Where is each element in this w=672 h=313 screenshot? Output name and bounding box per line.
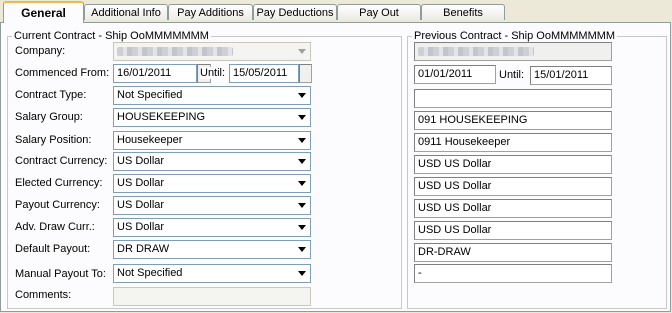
chevron-down-icon[interactable] (294, 198, 309, 213)
previous-contract-legend: Previous Contract - Ship OoMMMMMMM (414, 30, 616, 42)
prev-until-label: Until: (499, 69, 525, 81)
until-field[interactable]: 15/05/2011 (229, 64, 299, 83)
prev-default-payout-field: DR-DRAW (414, 243, 612, 262)
prev-adv-draw-curr-field: USD US Dollar (414, 221, 612, 240)
salary-position-value: Housekeeper (117, 134, 183, 146)
payout-currency-select[interactable]: US Dollar (113, 196, 311, 215)
commenced-from-field[interactable]: 16/01/2011 (113, 64, 197, 83)
prev-commenced-from-field: 01/01/2011 (414, 65, 496, 84)
tab-benefits[interactable]: Benefits (421, 4, 505, 20)
payout-currency-value: US Dollar (117, 199, 165, 211)
chevron-down-icon[interactable] (294, 110, 309, 125)
contract-type-label: Contract Type: (15, 89, 87, 101)
chevron-down-icon[interactable] (294, 88, 309, 103)
current-contract-legend: Current Contract - Ship OoMMMMMMM (14, 30, 209, 42)
prev-salary-group-field: 091 HOUSEKEEPING (414, 111, 612, 130)
comments-field[interactable] (113, 287, 311, 306)
salary-group-value: HOUSEKEEPING (117, 111, 206, 123)
previous-contract-group: Previous Contract - Ship OoMMMMMMM (407, 30, 667, 309)
payout-currency-label: Payout Currency: (15, 199, 100, 211)
commenced-from-label: Commenced From: (15, 67, 110, 79)
prev-contract-currency-field: USD US Dollar (414, 155, 612, 174)
prev-contract-type-field (414, 89, 612, 108)
prev-company-field (414, 42, 612, 61)
chevron-down-icon[interactable] (294, 133, 309, 148)
salary-position-select[interactable]: Housekeeper (113, 131, 311, 150)
elected-currency-label: Elected Currency: (15, 177, 103, 189)
company-label: Company: (15, 45, 66, 57)
tab-general[interactable]: General (3, 1, 84, 23)
prev-salary-position-field: 0911 Housekeeper (414, 133, 612, 152)
manual-payout-to-select[interactable]: Not Specified (113, 264, 311, 283)
default-payout-value: DR DRAW (117, 243, 170, 255)
contract-currency-label: Contract Currency: (15, 155, 108, 167)
company-select[interactable] (113, 42, 311, 61)
prev-manual-payout-to-field: - (414, 264, 612, 283)
prev-until-field: 15/01/2011 (530, 66, 612, 85)
default-payout-select[interactable]: DR DRAW (113, 240, 311, 259)
chevron-down-icon[interactable] (294, 176, 309, 191)
tab-pay-deductions[interactable]: Pay Deductions (253, 4, 337, 20)
tab-pay-additions[interactable]: Pay Additions (168, 4, 253, 20)
comments-label: Comments: (15, 289, 72, 301)
adv-draw-curr-label: Adv. Draw Curr.: (15, 221, 95, 233)
current-contract-group: Current Contract - Ship OoMMMMMMM (7, 30, 402, 309)
contract-type-value: Not Specified (117, 89, 183, 101)
manual-payout-to-label: Manual Payout To: (15, 268, 106, 280)
chevron-down-icon[interactable] (294, 154, 309, 169)
tab-additional-info[interactable]: Additional Info (84, 4, 168, 20)
contract-currency-select[interactable]: US Dollar (113, 152, 311, 171)
default-payout-label: Default Payout: (15, 243, 91, 255)
manual-payout-to-value: Not Specified (117, 267, 183, 279)
elected-currency-value: US Dollar (117, 177, 165, 189)
elected-currency-select[interactable]: US Dollar (113, 174, 311, 193)
adv-draw-curr-select[interactable]: US Dollar (113, 218, 311, 237)
salary-group-label: Salary Group: (15, 111, 83, 123)
adv-draw-curr-value: US Dollar (117, 221, 165, 233)
salary-group-select[interactable]: HOUSEKEEPING (113, 108, 311, 127)
chevron-down-icon[interactable] (294, 242, 309, 257)
until-label: Until: (200, 67, 228, 79)
redacted-company-value (117, 47, 233, 56)
tab-strip: General Additional Info Pay Additions Pa… (0, 0, 672, 24)
date-picker-button[interactable] (299, 64, 312, 83)
contract-type-select[interactable]: Not Specified (113, 86, 311, 105)
tab-pay-out[interactable]: Pay Out (337, 4, 421, 20)
salary-position-label: Salary Position: (15, 134, 92, 146)
chevron-down-icon[interactable] (294, 266, 309, 281)
prev-payout-currency-field: USD US Dollar (414, 199, 612, 218)
redacted-company-value (418, 47, 534, 56)
prev-elected-currency-field: USD US Dollar (414, 177, 612, 196)
chevron-down-icon (294, 44, 309, 59)
chevron-down-icon[interactable] (294, 220, 309, 235)
contract-currency-value: US Dollar (117, 155, 165, 167)
